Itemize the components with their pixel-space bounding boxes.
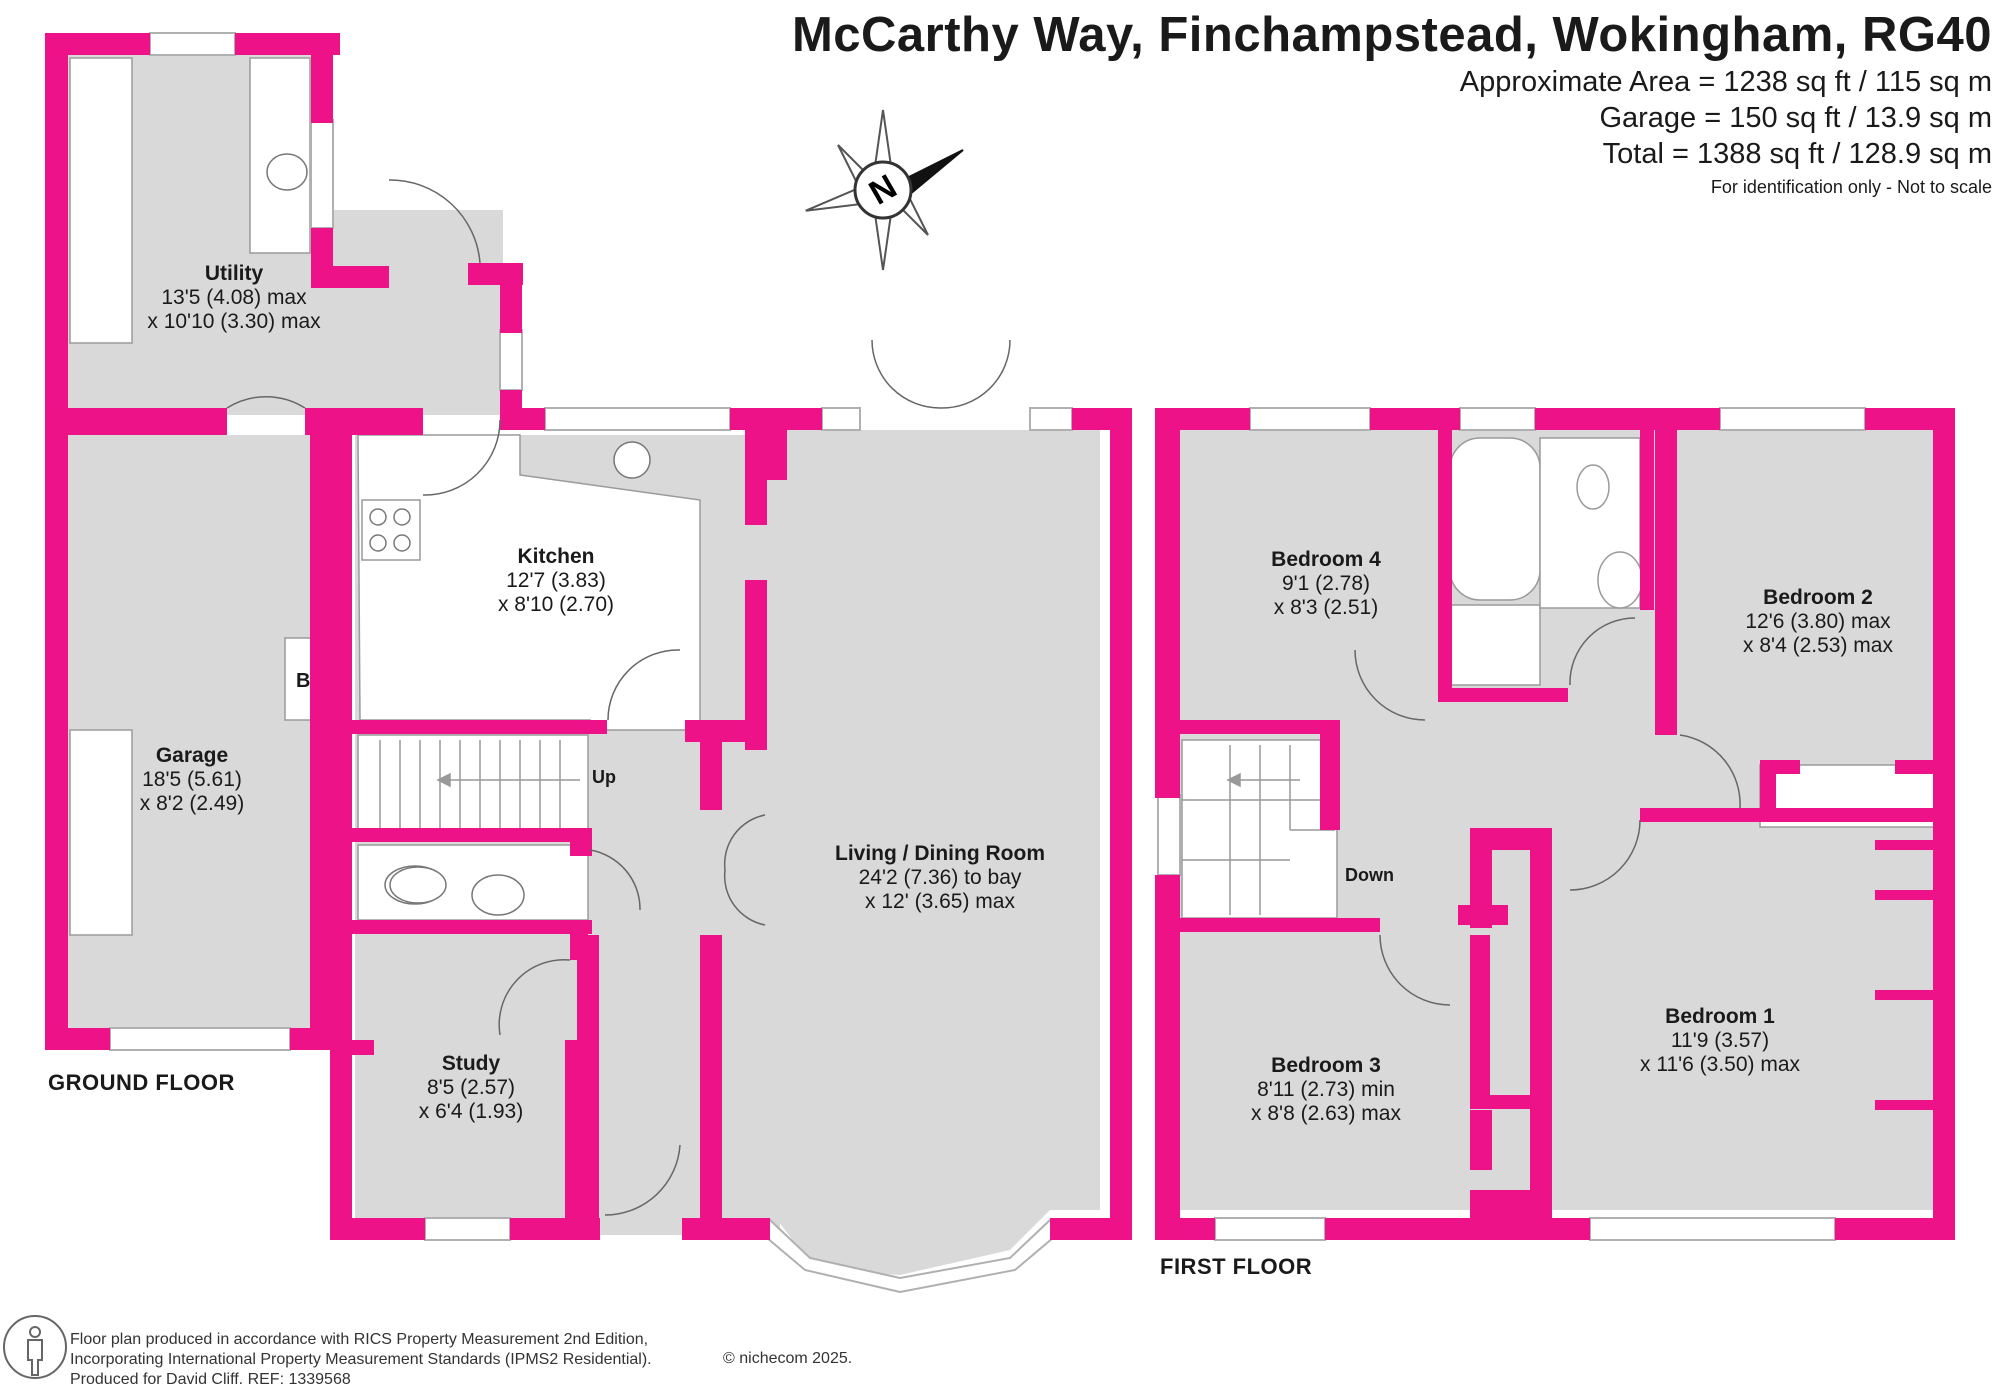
bedroom2-door — [1679, 734, 1741, 809]
footer-line-1: Floor plan produced in accordance with R… — [70, 1331, 649, 1348]
walls — [45, 33, 1955, 1240]
kitchen-hall-door — [607, 649, 681, 721]
room-label-bedroom-3: Bedroom 3 8'11 (2.73) min x 8'8 (2.63) m… — [1251, 1054, 1401, 1125]
room-label-study: Study 8'5 (2.57) x 6'4 (1.93) — [418, 1052, 524, 1123]
floor-label-ground: GROUND FLOOR — [48, 1070, 235, 1095]
hob — [361, 499, 421, 561]
boiler-label: B — [296, 670, 311, 692]
copyright: © nichecom 2025. — [723, 1350, 853, 1367]
doors — [226, 179, 1741, 1216]
cloakroom-door — [589, 849, 641, 911]
shower-tray — [1449, 604, 1541, 686]
first-floor-stair-treads — [1182, 745, 1335, 915]
room-label-utility: Utility 13'5 (4.08) max x 10'10 (3.30) m… — [147, 262, 321, 333]
utility-garage-door — [226, 395, 306, 409]
compass-icon: N — [805, 109, 964, 271]
stair-flight-up — [357, 734, 589, 836]
patio-door-left — [871, 339, 941, 409]
study-door — [498, 958, 571, 1036]
area-total: Total = 1388 sq ft / 128.9 sq m — [1602, 138, 1992, 170]
stairs-down-label: Down — [1345, 865, 1394, 885]
bedroom3-door — [1379, 934, 1451, 1006]
bedroom4-door — [1354, 649, 1426, 721]
area-garage: Garage = 150 sq ft / 13.9 sq m — [1599, 102, 1992, 134]
header: McCarthy Way, Finchampstead, Wokingham, … — [792, 6, 1992, 200]
room-label-kitchen: Kitchen 12'7 (3.83) x 8'10 (2.70) — [497, 545, 615, 616]
room-label-bedroom-2: Bedroom 2 12'6 (3.80) max x 8'4 (2.53) m… — [1743, 586, 1893, 657]
basin — [1597, 551, 1643, 609]
bedroom1-door — [1569, 819, 1641, 891]
room-label-garage: Garage 18'5 (5.61) x 8'2 (2.49) — [139, 744, 245, 815]
toilet — [1576, 464, 1610, 510]
floor-label-first: FIRST FLOOR — [1160, 1254, 1313, 1279]
footer-line-3: Produced for David Cliff. REF: 1339568 — [70, 1371, 351, 1388]
hob-rings — [369, 508, 411, 552]
patio-door-right — [939, 339, 1011, 409]
area-approximate: Approximate Area = 1238 sq ft / 115 sq m — [1459, 66, 1992, 98]
ground-floor-fixtures — [69, 57, 701, 936]
bathroom-door — [1569, 617, 1636, 686]
front-door — [604, 1144, 681, 1216]
page-title: McCarthy Way, Finchampstead, Wokingham, … — [791, 8, 1992, 62]
footer-notes: Floor plan produced in accordance with R… — [70, 1330, 652, 1390]
room-label-bedroom-4: Bedroom 4 9'1 (2.78) x 8'3 (2.51) — [1271, 548, 1381, 619]
bath — [1449, 437, 1541, 601]
scale-disclaimer: For identification only - Not to scale — [1710, 177, 1992, 197]
footer-line-2: Incorporating International Property Mea… — [70, 1351, 652, 1368]
utility-kitchen-door — [422, 419, 501, 496]
room-label-bedroom-1: Bedroom 1 11'9 (3.57) x 11'6 (3.50) max — [1639, 1005, 1801, 1076]
toilet-icon — [389, 866, 447, 904]
utility-counter — [69, 57, 133, 344]
living-double-door — [723, 814, 766, 926]
room-label-living-dining: Living / Dining Room 24'2 (7.36) to bay … — [835, 842, 1045, 913]
stairs-up-label: Up — [592, 767, 616, 787]
utility-external-door — [388, 179, 481, 264]
stair-treads — [379, 740, 580, 830]
utility-counter-right — [249, 57, 311, 254]
person-icon — [3, 1315, 67, 1379]
garage-shelf — [69, 729, 133, 936]
